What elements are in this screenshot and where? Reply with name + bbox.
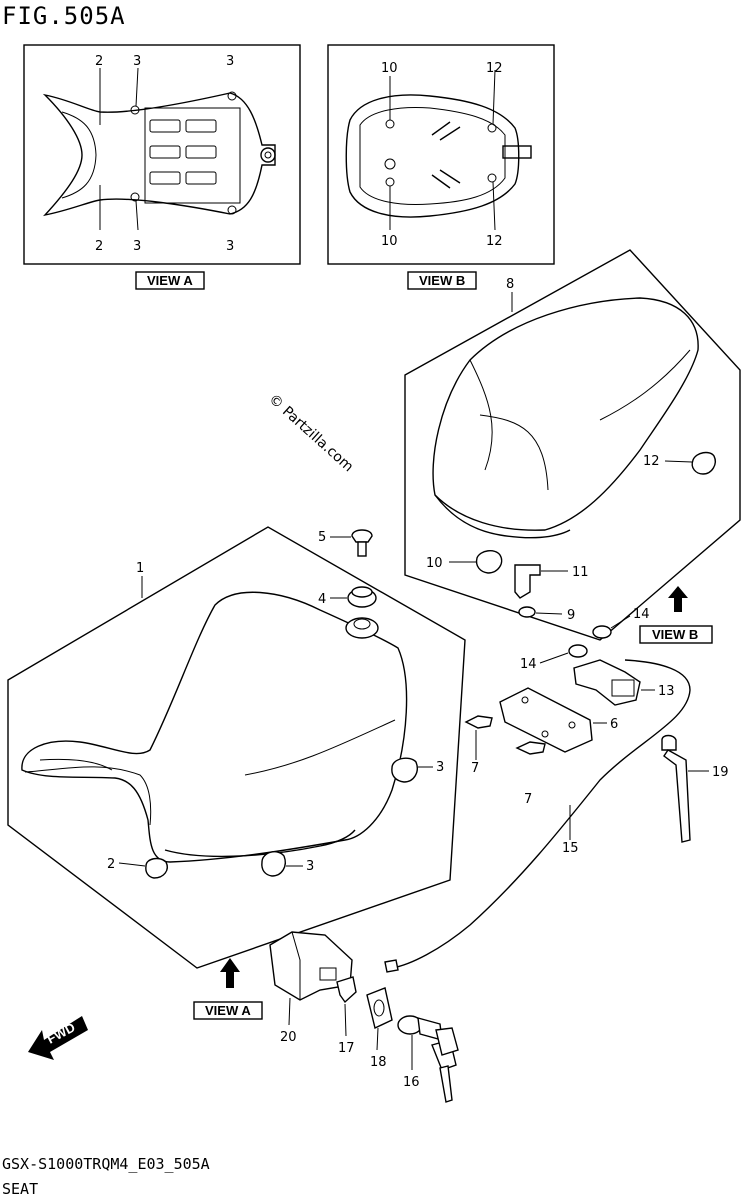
model-code: GSX-S1000TRQM4_E03_505A (2, 1155, 210, 1173)
latch-bracket-group: 6 7 7 14 14 13 15 (384, 607, 691, 973)
inset-a-callout-3-bottom-right: 3 (226, 239, 234, 254)
callout-4: 4 (318, 592, 326, 607)
view-b-label: VIEW B (652, 627, 698, 642)
callout-20: 20 (280, 1030, 297, 1045)
inset-a-callout-2-top: 2 (95, 54, 103, 69)
inset-b-callout-10-top: 10 (381, 61, 398, 76)
view-b-label-box-top (407, 271, 477, 290)
callout-8: 8 (506, 277, 514, 292)
inset-a-callout-2-bottom: 2 (95, 239, 103, 254)
callout-17: 17 (338, 1041, 355, 1056)
callout-3-lower: 3 (306, 859, 314, 874)
front-seat-group: 2 3 3 1 (7, 526, 466, 969)
callout-14-left: 14 (520, 657, 537, 672)
figure-title: FIG.505A (2, 2, 126, 30)
inset-view-b: 10 12 10 12 (327, 44, 555, 265)
callout-9: 9 (567, 608, 575, 623)
inset-b-callout-12-bottom: 12 (486, 234, 503, 249)
view-a-label-box-bottom (193, 1001, 263, 1020)
arrow-up-icon-view-a (220, 958, 240, 988)
callout-7-b: 7 (524, 792, 532, 807)
inset-view-a: 2 3 3 2 3 3 (23, 44, 301, 265)
callout-10: 10 (426, 556, 443, 571)
callout-13: 13 (658, 684, 675, 699)
callout-14-top: 14 (633, 607, 650, 622)
figure-name: SEAT (2, 1180, 39, 1198)
callout-5: 5 (318, 530, 326, 545)
view-b-label-top: VIEW B (419, 273, 465, 288)
callout-1: 1 (136, 561, 144, 576)
inset-a-callout-3-top-left: 3 (133, 54, 141, 69)
view-a-label-bottom: VIEW A (205, 1003, 251, 1018)
callout-19: 19 (712, 765, 729, 780)
callout-12: 12 (643, 454, 660, 469)
view-b-label-box (639, 625, 713, 644)
watermark: © Partzilla.com (265, 391, 356, 475)
fwd-arrow-icon: FWD (28, 1016, 88, 1060)
callout-16: 16 (403, 1075, 420, 1090)
part-19-cable-tie: 19 (661, 734, 729, 843)
callout-6: 6 (610, 717, 618, 732)
arrow-up-icon (668, 586, 688, 612)
callout-18: 18 (370, 1055, 387, 1070)
part-4-grommet: 4 (318, 586, 379, 639)
part-5-bolt: 5 (318, 529, 373, 557)
inset-a-callout-3-bottom-left: 3 (133, 239, 141, 254)
inset-b-callout-12-top: 12 (486, 61, 503, 76)
callout-11: 11 (572, 565, 589, 580)
rear-seat-group: 12 10 11 9 8 (404, 249, 741, 641)
callout-2: 2 (107, 857, 115, 872)
callout-15: 15 (562, 841, 579, 856)
callout-7-a: 7 (471, 761, 479, 776)
inset-b-callout-10-bottom: 10 (381, 234, 398, 249)
view-a-label: VIEW A (147, 273, 193, 288)
lock-group: 20 17 18 16 (269, 931, 459, 1103)
inset-a-callout-3-top-right: 3 (226, 54, 234, 69)
view-a-label-box (135, 271, 205, 290)
callout-3-right: 3 (436, 760, 444, 775)
